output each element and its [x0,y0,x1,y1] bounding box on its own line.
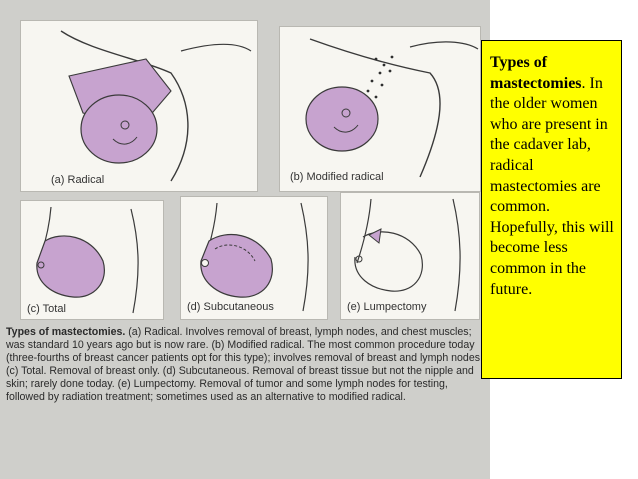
note-title: Types of mastectomies [490,54,582,92]
caption-body: (a) Radical. Involves removal of breast,… [6,326,483,403]
panel-radical: (a) Radical [20,20,258,192]
annotation-note: Types of mastectomies. In the older wome… [481,40,622,379]
total-illustration [36,206,139,314]
subcutaneous-illustration [200,202,309,312]
figure-caption: Types of mastectomies. (a) Radical. Invo… [6,326,488,403]
panel-total-label: (c) Total [27,303,66,315]
textbook-scan: (a) Radical (b) Modified radical (c) To [0,0,490,479]
lumpectomy-illustration [354,198,461,312]
panel-subcutaneous: (d) Subcutaneous [180,196,328,320]
modified-radical-illustration [305,38,479,178]
panel-lumpectomy: (e) Lumpectomy [340,192,480,320]
panel-subcutaneous-label: (d) Subcutaneous [187,301,274,313]
note-body: . In the older women who are present in … [490,74,614,298]
radical-illustration [60,30,252,182]
panel-modified-radical: (b) Modified radical [279,26,481,192]
panel-radical-label: (a) Radical [51,174,105,186]
panel-lumpectomy-label: (e) Lumpectomy [347,301,427,313]
panel-modified-radical-label: (b) Modified radical [290,171,384,183]
caption-title: Types of mastectomies. [6,326,126,338]
panel-total: (c) Total [20,200,164,320]
